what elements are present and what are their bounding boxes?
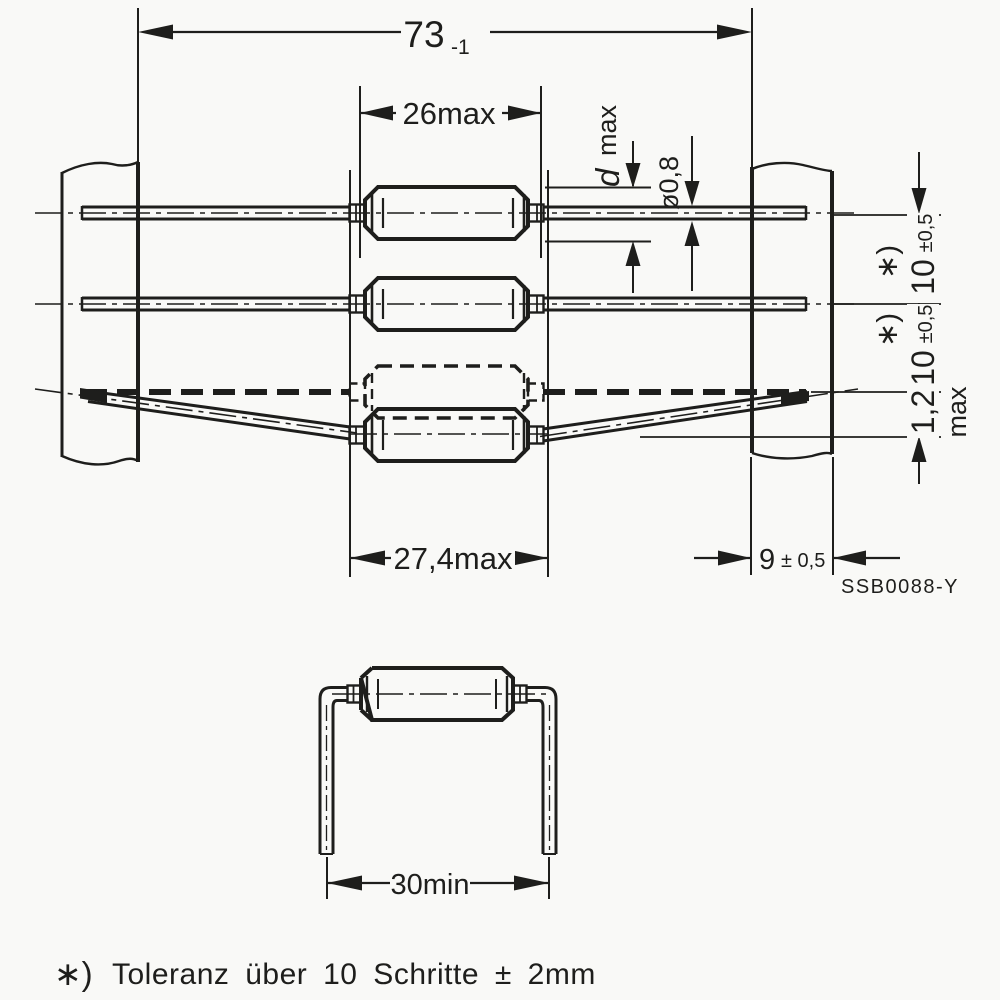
- dim-taped-length-label: 27,4max: [394, 541, 513, 576]
- arrowhead-left: [833, 550, 866, 566]
- step-lower-label: 10 ±0,5: [905, 304, 941, 394]
- label-backing: [907, 386, 939, 438]
- step-lower-tolerance: ±0,5: [915, 305, 937, 344]
- step-upper-note: ∗): [872, 245, 904, 279]
- dim-total-tolerance: -1: [451, 36, 470, 59]
- component-body: [359, 666, 515, 722]
- arrowhead-right: [514, 875, 549, 891]
- step-upper-value: 10: [905, 259, 941, 295]
- end-cap-dashed: [348, 382, 367, 402]
- component-row-2: [35, 276, 856, 332]
- break-line-top: [61, 160, 139, 175]
- drawing-code: SSB0088-Y: [841, 576, 959, 598]
- dim-body-length-label: 26max: [402, 96, 496, 131]
- centerline-diagonal-right: [539, 388, 859, 438]
- arrowhead-down: [684, 181, 700, 206]
- arrowhead-left: [360, 105, 393, 121]
- footnote-mark-lower: ∗): [872, 313, 904, 347]
- lead-bend-anchor-left: [80, 388, 107, 403]
- lead-right-diagonal: [542, 390, 808, 443]
- bent-lead-left-outer: [318, 686, 348, 854]
- arrowhead-right: [717, 24, 752, 40]
- body-end-line: [370, 416, 526, 454]
- end-cap-left: [348, 425, 367, 445]
- step-lower-note: ∗): [872, 313, 904, 347]
- footnote: ∗) Toleranz über 10 Schritte ± 2mm: [54, 955, 596, 992]
- lead-right: [543, 205, 806, 221]
- offset-value: 1,2: [905, 390, 941, 434]
- label-body-diameter: d max: [545, 104, 651, 293]
- arrowhead-up: [911, 436, 927, 462]
- component-row-1: [35, 185, 856, 241]
- label-backing: [907, 213, 939, 303]
- arrowhead-up: [625, 241, 641, 266]
- body-end-line-dashed: [370, 373, 526, 411]
- dimension-total-length: 73 -1: [137, 8, 753, 167]
- label-lead-diameter: ø0,8: [654, 136, 700, 291]
- component-row-3-phantom: [85, 364, 806, 420]
- arrowhead-down: [625, 163, 641, 188]
- dimension-taped-length: 27,4max: [349, 170, 549, 577]
- body-end-line: [381, 420, 515, 450]
- lead-left: [82, 205, 350, 221]
- body-end-line: [377, 679, 497, 709]
- tape-strip-left: [60, 160, 140, 466]
- offset-suffix-label: max: [942, 386, 972, 438]
- dim-d-symbol: d: [589, 167, 626, 187]
- break-line-bottom: [751, 451, 833, 460]
- step-upper-tolerance: ±0,5: [915, 214, 937, 253]
- bent-lead-right-inner: [526, 699, 545, 854]
- label-backing: [396, 96, 502, 129]
- footnote-text: Toleranz über 10 Schritte ± 2mm: [112, 958, 596, 991]
- footnote-mark: ∗): [54, 955, 93, 992]
- end-cap-right: [526, 425, 545, 445]
- component-row-4-displaced: [34, 388, 859, 463]
- arrowhead-down: [911, 188, 927, 214]
- dim-total-value: 73: [403, 14, 444, 55]
- lead-bend-anchor-right: [781, 391, 809, 405]
- break-line-top: [751, 161, 833, 173]
- offset-suffix: max: [942, 386, 972, 438]
- arrowhead-right: [513, 550, 548, 566]
- dimension-step-chain: ∗) 10 ±0,5 ∗) 10 ±0,5 1,2 max: [640, 152, 972, 484]
- leg-centerline: [325, 705, 551, 850]
- dimension-lead-span: 30min: [326, 857, 550, 901]
- tape-width-value: 9: [759, 544, 775, 576]
- bent-lead-right-outer: [526, 686, 558, 854]
- bent-lead-left-inner: [331, 699, 348, 854]
- arrowhead-right: [718, 550, 751, 566]
- dimension-tape-width: 9 ± 0,5: [694, 457, 900, 576]
- break-line-bottom: [61, 454, 139, 466]
- arrowhead-left: [327, 875, 362, 891]
- arrowhead-up: [684, 221, 700, 246]
- body-end-line: [365, 676, 509, 712]
- step-lower-value: 10: [905, 350, 941, 386]
- end-cap-dashed: [526, 382, 545, 402]
- dimension-body-length: 26max: [359, 86, 542, 258]
- tape-width-tolerance: ± 0,5: [781, 550, 825, 572]
- arrowhead-right: [508, 105, 541, 121]
- arrowhead-left: [350, 550, 385, 566]
- lead-left: [82, 296, 350, 312]
- label-backing: [907, 304, 939, 394]
- lead-left-diagonal: [87, 389, 351, 441]
- lead-right: [543, 296, 806, 312]
- step-upper-label: 10 ±0,5: [905, 213, 941, 303]
- component-body-dashed: [363, 364, 530, 420]
- dim-d-suffix: max: [592, 104, 622, 156]
- label-backing: [391, 541, 515, 575]
- footnote-mark-upper: ∗): [872, 245, 904, 279]
- dim-lead-span-label: 30min: [391, 869, 470, 901]
- offset-label: 1,2: [905, 386, 941, 438]
- bent-lead-component-figure: [318, 666, 558, 855]
- arrowhead-left: [138, 24, 173, 40]
- dim-lead-diameter-label: ø0,8: [654, 156, 684, 210]
